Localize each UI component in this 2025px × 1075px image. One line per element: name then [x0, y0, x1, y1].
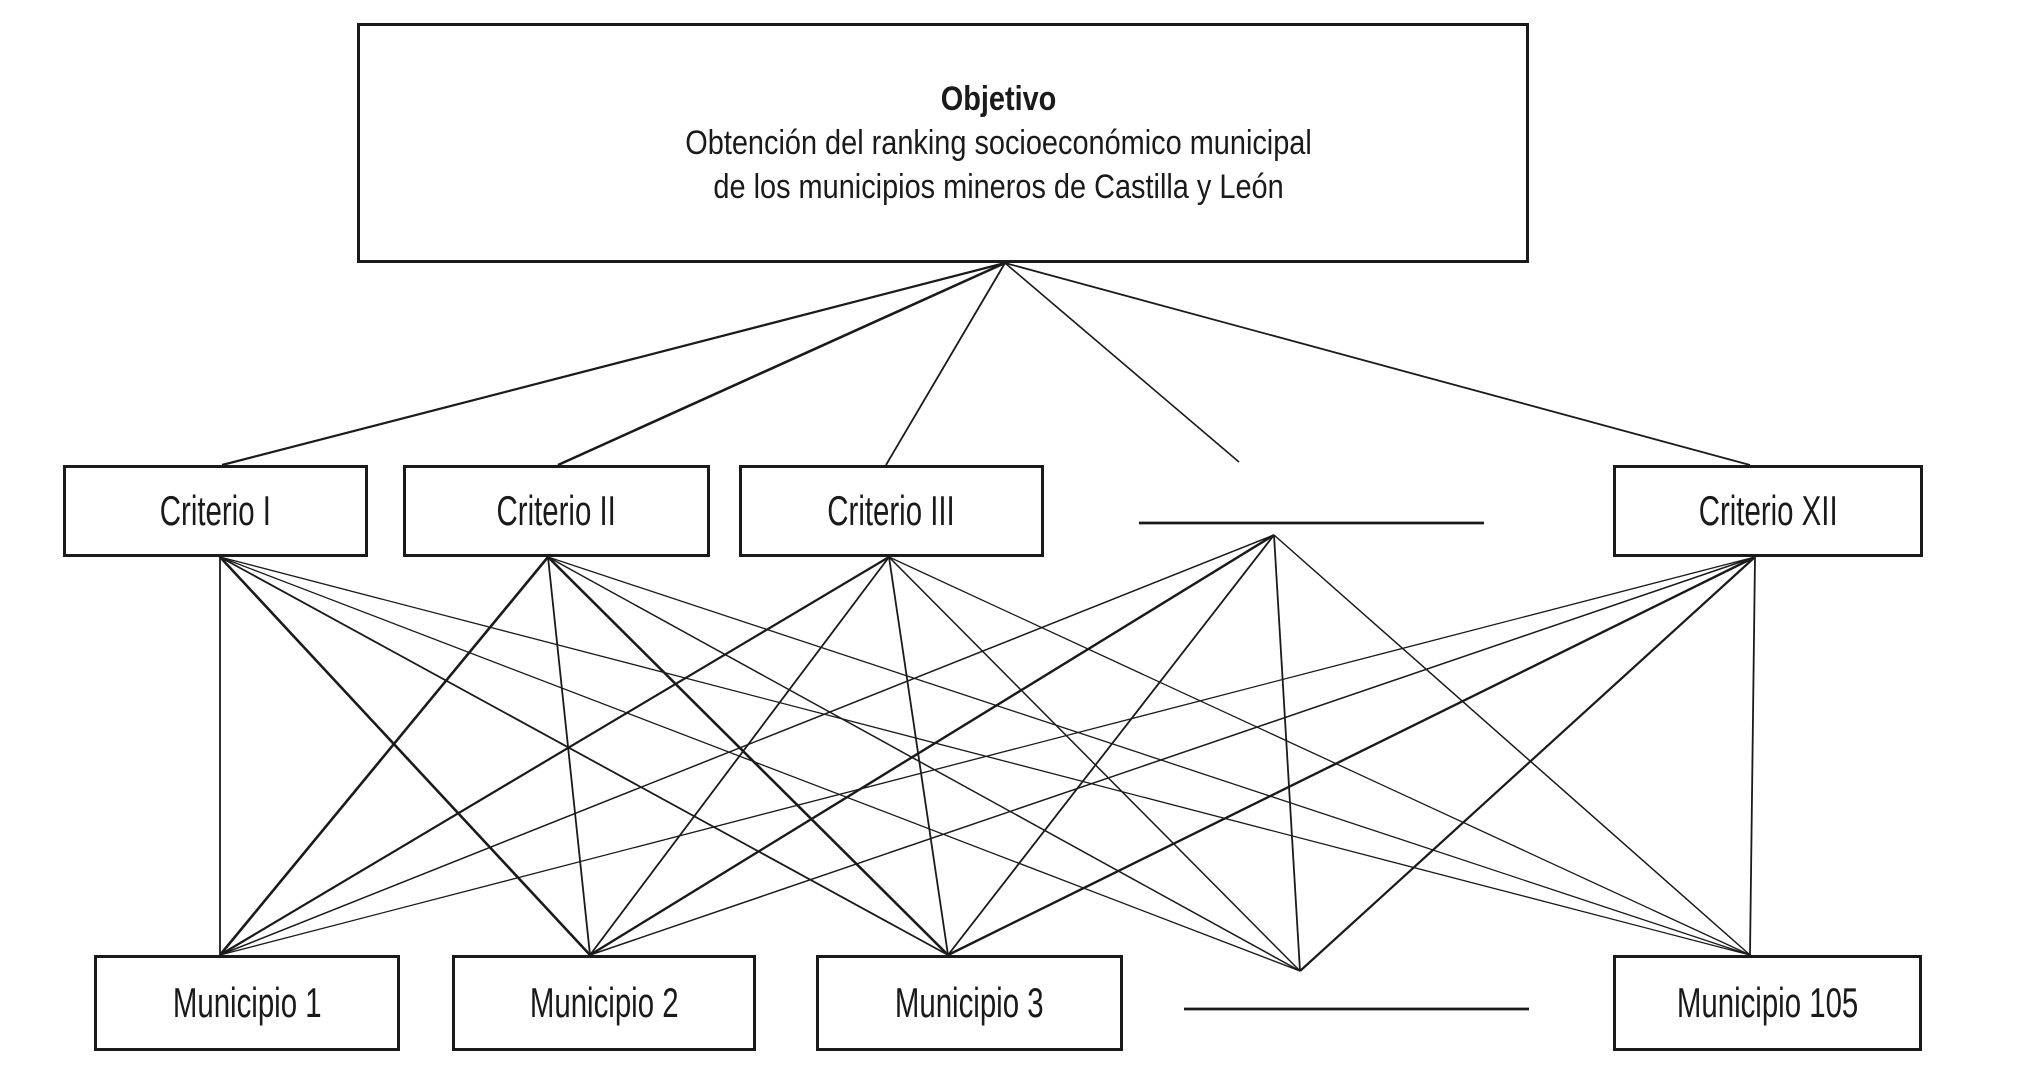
- edge-c3-m3: [888, 556, 949, 956]
- criteria-municipality-edges: [218, 533, 1756, 972]
- criterio-3-box: Criterio III: [739, 465, 1044, 557]
- edge-c1-m2: [219, 556, 591, 956]
- edge-objective-criterio-ellipsis: [1004, 262, 1240, 463]
- edge-objective-criterio-3: [885, 262, 1006, 466]
- municipio-1-label: Municipio 1: [172, 979, 322, 1026]
- criterio-2-box: Criterio II: [403, 465, 710, 557]
- edge-c3-m2: [589, 556, 890, 956]
- objective-subtitle-line2: de los municipios mineros de Castilla y …: [713, 168, 1285, 207]
- municipio-3-box: Municipio 3: [816, 955, 1123, 1051]
- edge-c12-mell: [1299, 556, 1756, 972]
- edge-cell-m1: [219, 534, 1275, 956]
- edge-c3-m1: [219, 556, 890, 956]
- edge-c2-m2: [547, 556, 591, 956]
- edge-objective-criterio-1: [221, 261, 1006, 467]
- municipio-3-label: Municipio 3: [895, 979, 1044, 1026]
- edge-c12-m1: [219, 556, 1756, 956]
- objective-text: Objetivo Obtención del ranking socioecon…: [686, 77, 1313, 210]
- criterio-1-label: Criterio I: [159, 487, 272, 534]
- edge-c3-mell: [888, 556, 1301, 972]
- objective-title: Objetivo: [941, 79, 1057, 118]
- criterio-2-label: Criterio II: [496, 487, 617, 534]
- edge-c12-m105: [1749, 556, 1756, 956]
- edge-c1-mell: [219, 556, 1301, 972]
- edge-cell-m2: [589, 533, 1275, 957]
- edge-cell-mell: [1273, 534, 1301, 972]
- municipio-105-box: Municipio 105: [1613, 955, 1922, 1051]
- objective-subtitle-line1: Obtención del ranking socioeconómico mun…: [685, 123, 1313, 162]
- edge-c2-mell: [547, 556, 1301, 972]
- edge-c12-m3: [947, 555, 1756, 957]
- edge-c2-m3: [547, 556, 949, 956]
- edge-c12-m2: [589, 556, 1756, 956]
- edge-c1-m3: [219, 556, 949, 956]
- municipio-1-box: Municipio 1: [94, 955, 400, 1051]
- criterio-3-label: Criterio III: [827, 487, 956, 534]
- edge-c3-m105: [888, 556, 1751, 956]
- criterio-12-box: Criterio XII: [1613, 465, 1923, 557]
- edge-c2-m105: [547, 556, 1751, 956]
- edge-objective-criterio-2: [557, 261, 1006, 467]
- objective-criteria-edges: [221, 261, 1751, 467]
- edge-c2-m1: [218, 556, 550, 956]
- objective-box: Objetivo Obtención del ranking socioecon…: [357, 23, 1529, 263]
- edge-cell-m105: [1273, 534, 1751, 956]
- edge-cell-m3: [947, 534, 1275, 956]
- municipio-2-label: Municipio 2: [529, 979, 679, 1026]
- municipio-2-box: Municipio 2: [452, 955, 756, 1051]
- criterio-1-box: Criterio I: [63, 465, 368, 557]
- municipio-105-label: Municipio 105: [1676, 979, 1859, 1026]
- edge-objective-criterio-12: [1004, 262, 1751, 466]
- criterio-12-label: Criterio XII: [1698, 487, 1838, 534]
